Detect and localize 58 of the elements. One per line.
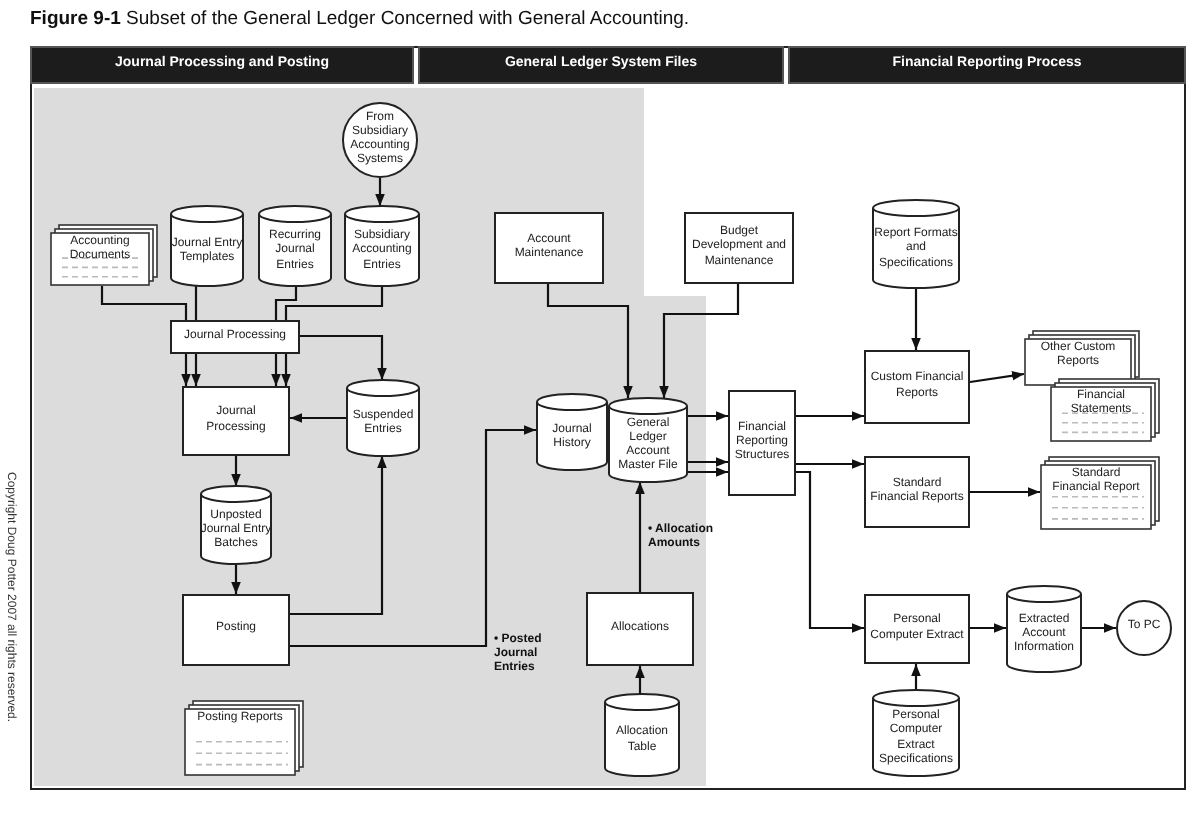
data-file-cylinder bbox=[872, 690, 960, 776]
flow-arrow bbox=[969, 371, 1025, 384]
flow-arrow bbox=[659, 284, 740, 398]
flow-arrow bbox=[635, 482, 645, 592]
process-box bbox=[684, 212, 794, 284]
flow-arrow bbox=[911, 288, 921, 350]
process-box bbox=[864, 456, 970, 528]
data-file-cylinder bbox=[608, 398, 688, 482]
document-stack bbox=[1040, 456, 1160, 530]
flow-arrow bbox=[271, 354, 281, 386]
data-file-cylinder bbox=[1006, 586, 1082, 672]
flow-arrow bbox=[375, 178, 385, 206]
flow-arrow bbox=[970, 487, 1040, 497]
data-file-cylinder bbox=[258, 206, 332, 286]
process-box bbox=[864, 594, 970, 664]
connector-circle bbox=[1116, 600, 1172, 656]
data-file-cylinder bbox=[872, 200, 960, 288]
flow-arrow bbox=[191, 354, 201, 386]
document-stack bbox=[1024, 330, 1140, 386]
flow-arrow bbox=[231, 564, 241, 594]
flow-arrow bbox=[181, 354, 191, 386]
flow-arrow bbox=[796, 470, 864, 633]
column-header bbox=[788, 46, 1186, 84]
flow-arrow bbox=[290, 413, 346, 423]
flow-arrow bbox=[688, 467, 728, 477]
flow-arrow bbox=[231, 456, 241, 486]
process-box bbox=[728, 390, 796, 496]
flow-arrow bbox=[688, 457, 728, 467]
process-box bbox=[182, 594, 290, 666]
data-file-cylinder bbox=[536, 394, 608, 470]
process-box bbox=[864, 350, 970, 424]
data-file-cylinder bbox=[344, 206, 420, 286]
data-file-cylinder bbox=[200, 486, 272, 564]
process-box bbox=[182, 386, 290, 456]
data-file-cylinder bbox=[346, 380, 420, 456]
flow-arrow bbox=[635, 666, 645, 694]
data-file-cylinder bbox=[170, 206, 244, 286]
flow-arrow bbox=[290, 425, 536, 648]
flow-arrow bbox=[796, 459, 864, 469]
column-header bbox=[30, 46, 414, 84]
process-box bbox=[586, 592, 694, 666]
flow-arrow bbox=[1082, 623, 1116, 633]
document-stack bbox=[1050, 378, 1160, 442]
flow-arrow bbox=[911, 664, 921, 690]
flow-arrow bbox=[290, 456, 387, 616]
flow-arrow bbox=[970, 623, 1006, 633]
data-file-cylinder bbox=[604, 694, 680, 776]
flow-arrow bbox=[300, 334, 387, 380]
flow-arrow bbox=[281, 354, 291, 386]
flow-arrow bbox=[796, 411, 864, 421]
document-stack bbox=[184, 700, 304, 776]
figure-title: Figure 9-1 Subset of the General Ledger Concerned with General Accounting. bbox=[30, 8, 690, 30]
process-box bbox=[170, 320, 300, 354]
flow-arrow bbox=[546, 284, 633, 398]
process-box bbox=[494, 212, 604, 284]
document-stack bbox=[50, 224, 158, 286]
flow-arrow bbox=[688, 411, 728, 421]
column-header bbox=[418, 46, 784, 84]
